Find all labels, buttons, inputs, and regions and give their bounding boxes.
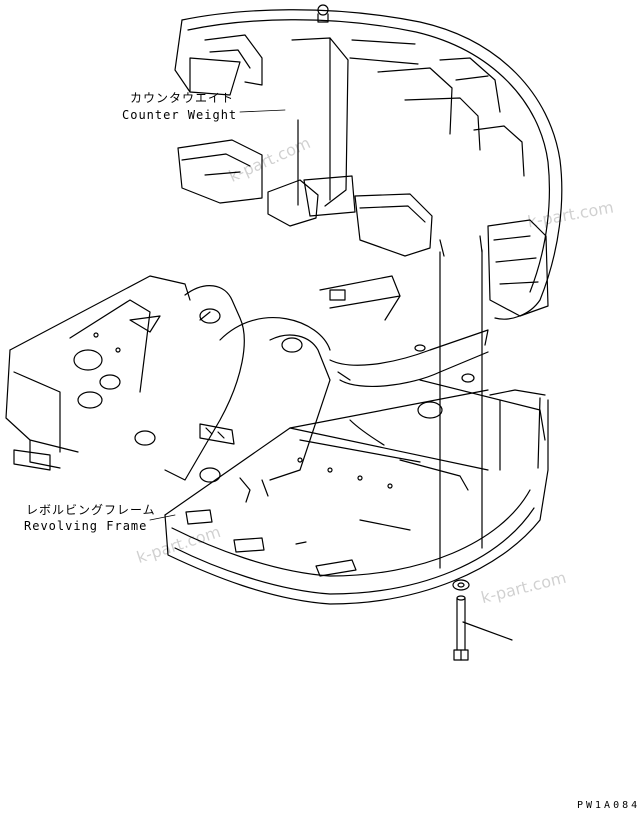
- revolving-frame-label: Revolving Frame: [24, 519, 148, 533]
- counterweight-leader-line: [239, 109, 286, 113]
- bolt-leader-line: [462, 621, 513, 641]
- alignment-lines: [439, 249, 483, 569]
- washer-part: [452, 579, 470, 591]
- counterweight-label: Counter Weight: [122, 108, 238, 122]
- revolving-frame-label-jp: レボルビングフレーム: [26, 503, 156, 517]
- revolving-frame-leader-line: [149, 514, 176, 521]
- revolving-frame-part: [5, 275, 549, 605]
- counterweight-part: [174, 4, 563, 320]
- bolt-part: [453, 595, 469, 661]
- drawing-code: PW1A084: [577, 800, 641, 811]
- counterweight-label-jp: カウンタウエイト: [130, 91, 235, 105]
